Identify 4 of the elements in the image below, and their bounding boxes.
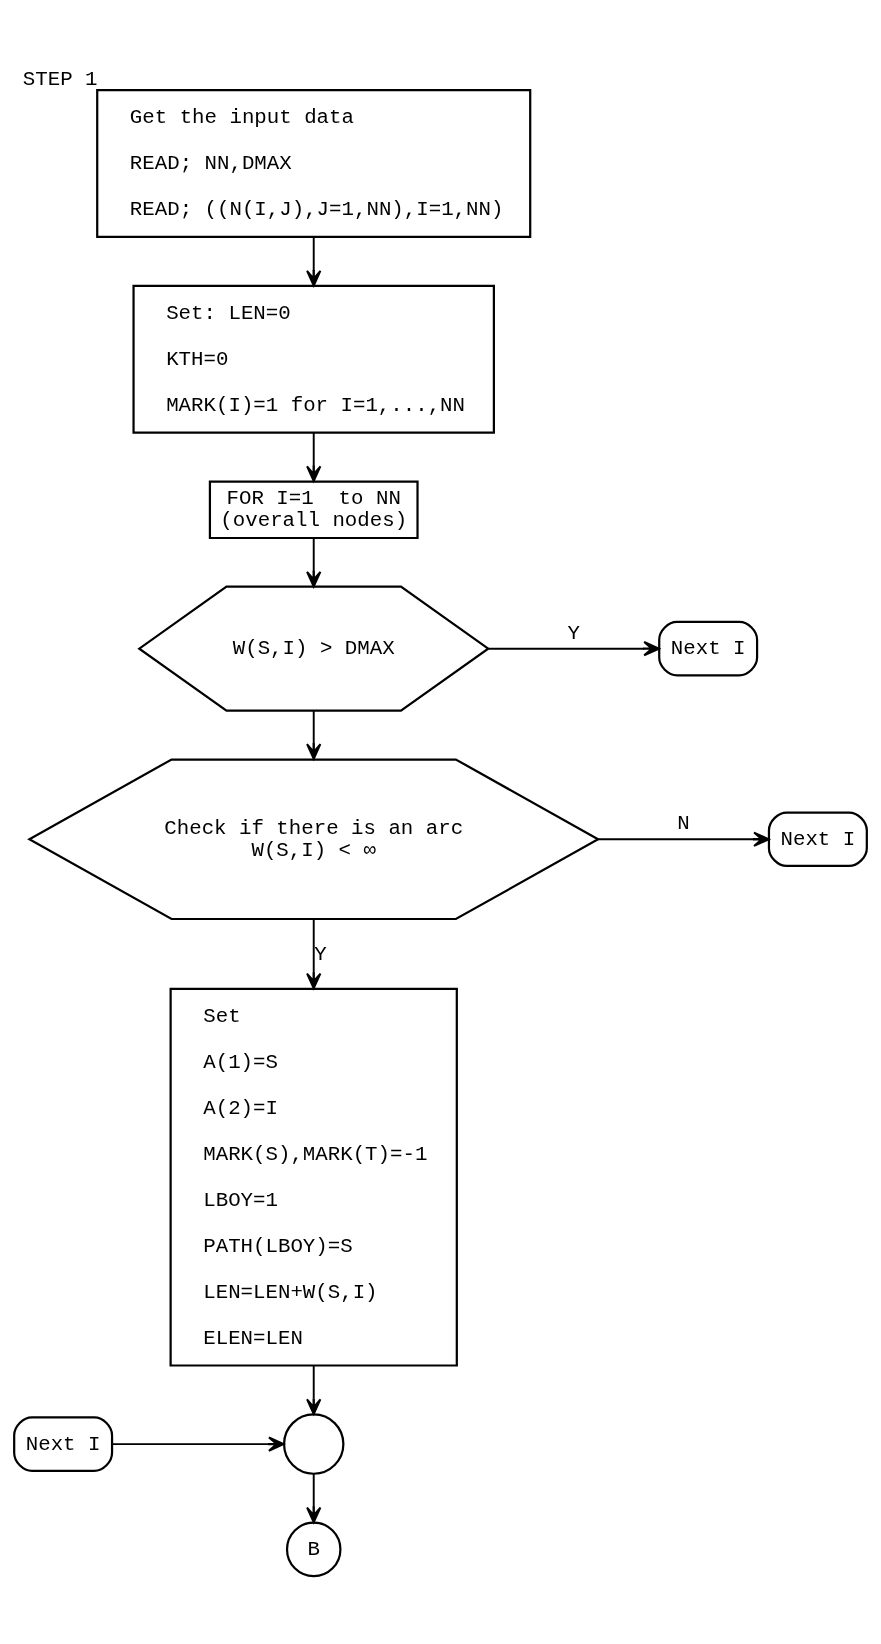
- node-label: STEP 1: [22, 67, 98, 91]
- edge-label: Y: [314, 942, 327, 966]
- edge-label: N: [677, 812, 690, 836]
- edge-label: Y: [567, 621, 580, 645]
